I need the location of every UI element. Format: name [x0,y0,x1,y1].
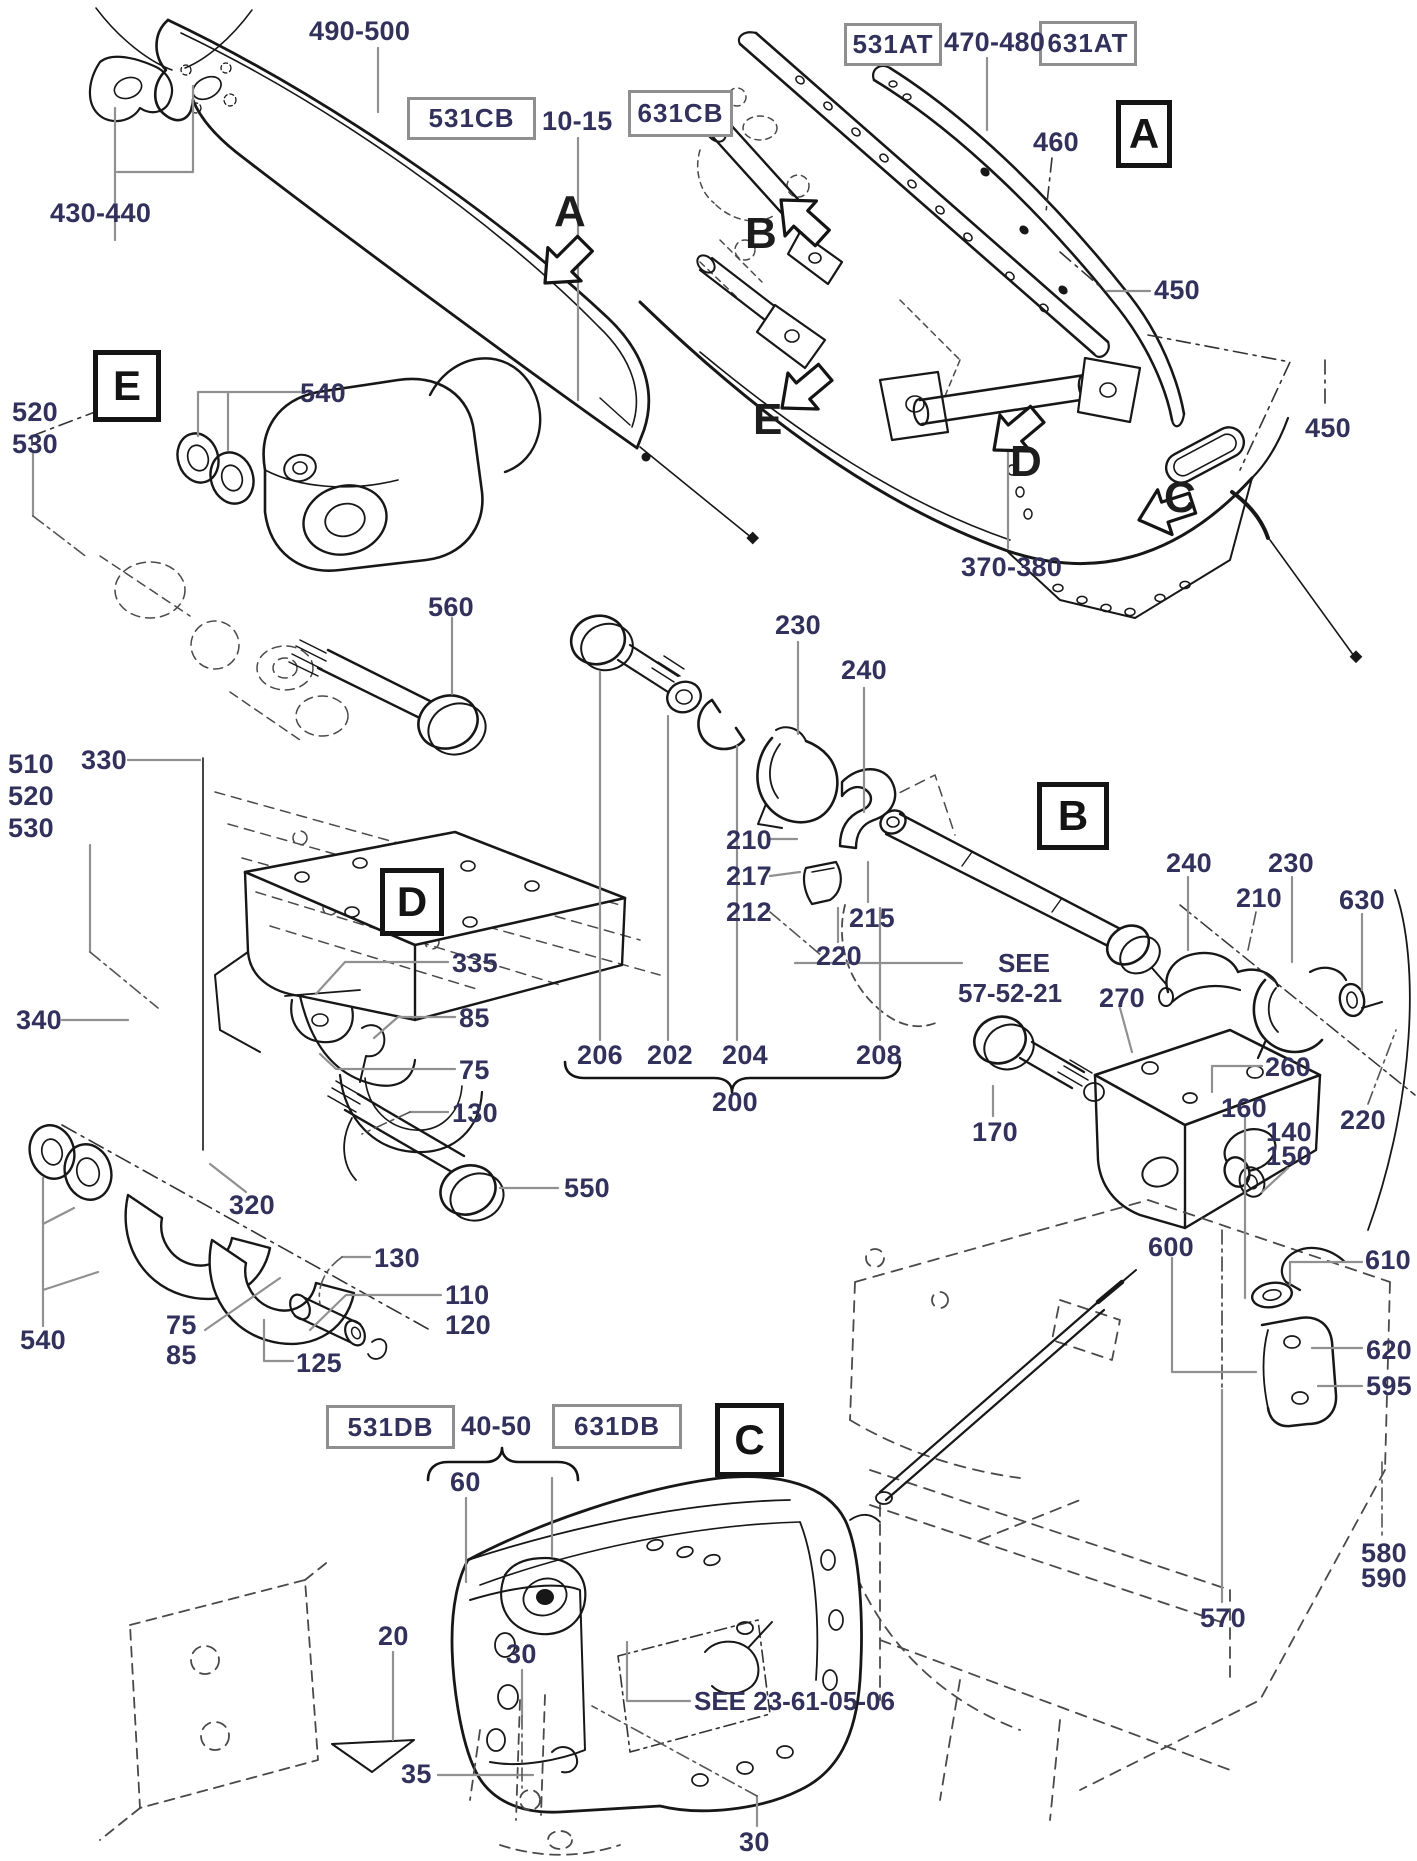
part-code-box-531db: 531DB [326,1405,455,1449]
callout-206: 206 [577,1040,623,1070]
callout-35: 35 [401,1759,432,1789]
callout-170: 170 [972,1117,1018,1147]
callout-30-a: 30 [506,1639,537,1669]
callout-60: 60 [450,1467,481,1497]
callout-270: 270 [1099,983,1145,1013]
callout-530-e: 530 [12,429,58,459]
callout-490-500: 490-500 [309,16,411,46]
leader-lines-dashdot [32,515,1397,1797]
callout-30-b: 30 [739,1827,770,1857]
stabilizer-200-art [563,614,1167,1094]
part-code-box-631db: 631DB [552,1404,682,1449]
chassis-ghost-art [849,1199,1391,1821]
cowl-box-c-art [99,1269,1137,1856]
part-code-box-531cb: 531CB [407,97,536,140]
callout-160: 160 [1221,1093,1267,1123]
callout-610: 610 [1365,1245,1411,1275]
callout-510: 510 [8,749,54,779]
callout-85-a: 85 [459,1003,490,1033]
callout-210-b: 210 [1236,883,1282,913]
callout-550: 550 [564,1173,610,1203]
callout-220-b: 220 [1340,1105,1386,1135]
callout-230-b: 230 [1268,848,1314,878]
see-reference-23-61-05-06: SEE 23-61-05-06 [694,1686,895,1716]
callout-240-b: 240 [1166,848,1212,878]
section-box-a: A [1116,100,1172,168]
callout-204: 204 [722,1040,768,1070]
callout-212: 212 [726,897,772,927]
callout-260: 260 [1265,1052,1311,1082]
section-box-e: E [93,350,161,422]
section-box-b: B [1037,782,1109,850]
view-letter-e: E [753,395,783,444]
part-code-box-631at: 631AT [1039,21,1137,66]
callout-200: 200 [712,1087,758,1117]
hood-stop-bracket-art [1221,1229,1347,1428]
callout-130-a: 130 [452,1098,498,1128]
callout-335: 335 [452,948,498,978]
callout-450-a: 450 [1154,275,1200,305]
section-box-c: C [715,1403,784,1477]
see-reference-57-52-21: SEE 57-52-21 [958,948,1063,1008]
callout-520-e: 520 [12,397,58,427]
callout-130-b: 130 [374,1243,420,1273]
view-letter-d: D [1010,437,1042,486]
mount-bracket-e-art [31,357,542,756]
callout-530-d: 530 [8,813,54,843]
callout-370-380: 370-380 [961,552,1063,582]
part-code-box-531at: 531AT [844,23,942,66]
callout-595: 595 [1366,1371,1412,1401]
callout-520-d: 520 [8,781,54,811]
callout-210-a: 210 [726,825,772,855]
callout-320: 320 [229,1190,275,1220]
callout-600: 600 [1148,1232,1194,1262]
leader-lines [31,46,1364,1828]
callout-230-a: 230 [775,610,821,640]
callout-202: 202 [647,1040,693,1070]
callout-470-480: 470-480 [944,27,1046,57]
view-letter-c: C [1164,473,1196,522]
callout-220-a: 220 [816,941,862,971]
callout-460: 460 [1033,127,1079,157]
view-letter-b: B [745,209,777,258]
callout-10-15: 10-15 [542,106,613,136]
callout-590: 590 [1361,1563,1407,1593]
callout-620: 620 [1366,1335,1412,1365]
callout-140: 140 [1266,1117,1312,1147]
windshield-frame-art [638,31,1363,664]
callout-580: 580 [1361,1538,1407,1568]
callout-330: 330 [81,745,127,775]
callout-40-50: 40-50 [461,1411,532,1441]
callout-540-e: 540 [300,378,346,408]
callout-208: 208 [856,1040,902,1070]
part-code-box-631cb: 631CB [628,90,733,137]
callout-430-440: 430-440 [50,198,152,228]
callout-630: 630 [1339,885,1385,915]
callout-150: 150 [1266,1141,1312,1171]
callout-75-b: 75 [166,1310,197,1340]
callout-85-b: 85 [166,1340,197,1370]
callout-540-d: 540 [20,1325,66,1355]
callout-450-b: 450 [1305,413,1351,443]
view-a-arrow-icon [527,225,604,302]
stabilizer-b-art [973,889,1416,1231]
callout-120: 120 [445,1310,491,1340]
section-box-d: D [380,868,444,936]
callout-217: 217 [726,861,772,891]
callout-560: 560 [428,592,474,622]
callout-570: 570 [1200,1603,1246,1633]
hood-panel-art [88,7,760,545]
callout-110: 110 [445,1280,490,1310]
callout-340: 340 [16,1005,62,1035]
callout-20: 20 [378,1621,409,1651]
callout-125: 125 [296,1348,342,1378]
callout-215: 215 [849,903,895,933]
callout-75-a: 75 [459,1055,490,1085]
callout-240-a: 240 [841,655,887,685]
view-letter-a: A [554,187,586,236]
